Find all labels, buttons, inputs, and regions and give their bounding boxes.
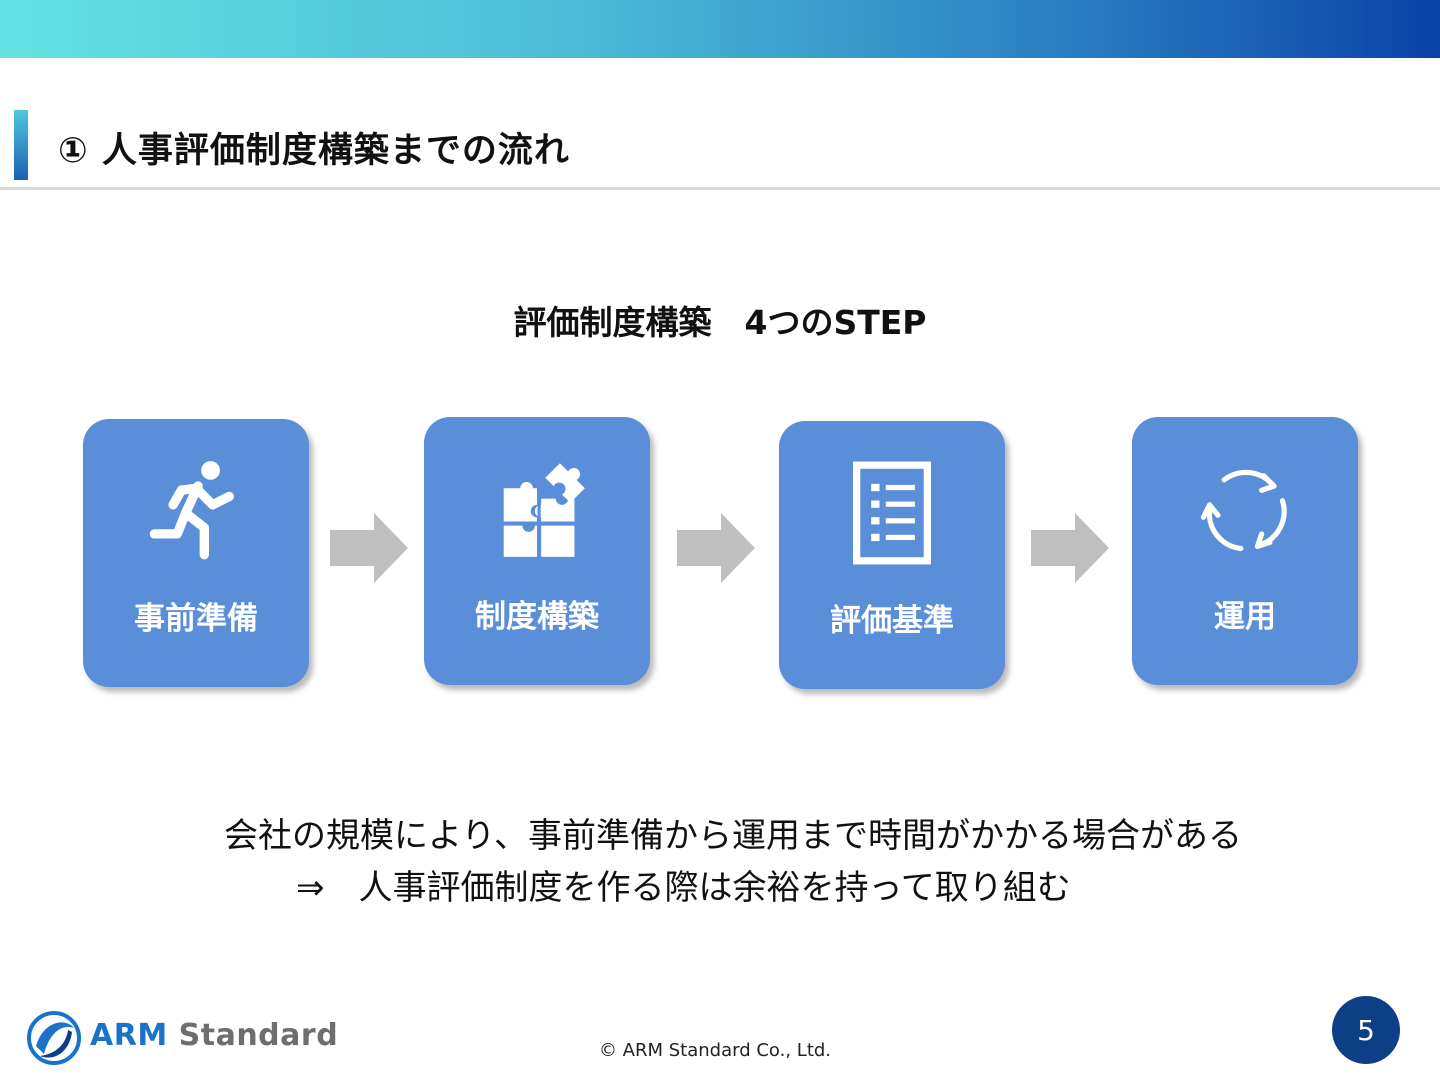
logo-suffix: Standard — [178, 1018, 339, 1053]
flow-arrow-icon — [677, 513, 755, 583]
logo-text: ARM Standard — [90, 1018, 338, 1053]
top-gradient-bar — [0, 0, 1440, 58]
title-accent-bar — [14, 110, 28, 180]
step-label: 運用 — [1214, 599, 1276, 635]
step-card-system-design: 制度構築 — [424, 417, 650, 685]
copyright: © ARM Standard Co., Ltd. — [598, 1040, 832, 1061]
step-card-evaluation-criteria: 評価基準 — [779, 421, 1005, 689]
cycle-arrows-icon — [1132, 457, 1358, 561]
logo-brand: ARM — [90, 1018, 168, 1053]
note-line-1: 会社の規模により、事前準備から運用まで時間がかかる場合がある — [224, 816, 1242, 856]
step-card-preparation: 事前準備 — [83, 419, 309, 687]
page-title: ① 人事評価制度構築までの流れ — [58, 131, 570, 171]
flow-arrow-icon — [1031, 513, 1109, 583]
step-card-operation: 運用 — [1132, 417, 1358, 685]
puzzle-icon — [424, 457, 650, 561]
title-divider — [0, 187, 1440, 190]
step-label: 事前準備 — [134, 601, 258, 637]
section-heading: 評価制度構築 4つのSTEP — [513, 303, 927, 342]
step-label: 制度構築 — [475, 599, 599, 635]
page-number-badge: 5 — [1332, 996, 1400, 1064]
flow-arrow-icon — [330, 513, 408, 583]
company-logo: ARM Standard — [26, 1008, 338, 1068]
logo-mark-icon — [27, 1011, 81, 1065]
note-line-2: ⇒ 人事評価制度を作る際は余裕を持って取り組む — [296, 868, 1071, 908]
checklist-icon — [779, 461, 1005, 565]
step-label: 評価基準 — [830, 603, 954, 639]
running-person-icon — [83, 459, 309, 563]
